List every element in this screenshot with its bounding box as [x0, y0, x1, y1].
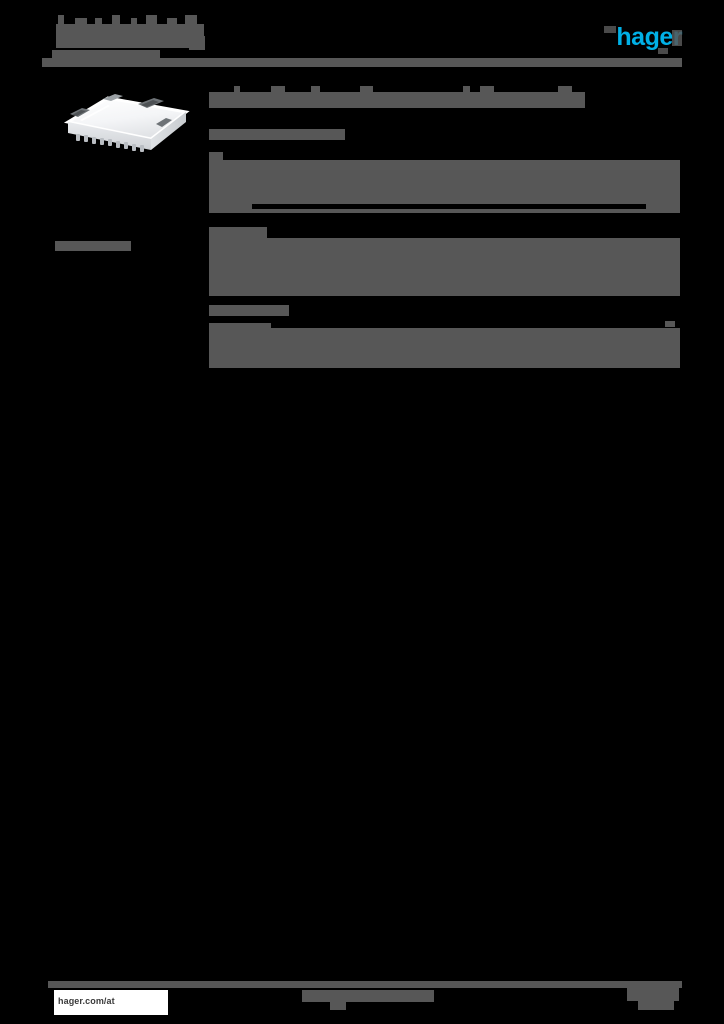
logo-redaction-mark [658, 48, 668, 54]
section-1-bullet [209, 152, 223, 160]
document-title [56, 24, 204, 48]
heading-ascender-tick [480, 86, 494, 93]
heading-ascender-tick [360, 86, 373, 93]
section-2-body [209, 238, 680, 296]
product-photo-caption [55, 241, 131, 251]
footer-center-descender [330, 1002, 346, 1010]
title-ascender-tick [167, 18, 177, 25]
section-1-body [209, 160, 680, 212]
section-1-strikeline [252, 204, 646, 209]
logo-redaction-mark [604, 26, 616, 33]
heading-ascender-tick [463, 86, 470, 93]
logo-redaction-mark [672, 30, 682, 46]
heading-ascender-tick [271, 86, 285, 93]
section-2-label [209, 227, 267, 238]
footer-url[interactable]: hager.com/at [58, 996, 115, 1006]
page-subtitle [209, 129, 345, 140]
footer-right-second-line [638, 1001, 674, 1010]
title-ascender-tick [95, 18, 102, 25]
page-header: hager [0, 0, 724, 72]
page-title [209, 92, 585, 108]
title-ascender-tick [146, 15, 157, 25]
footer-center-text [302, 990, 434, 1002]
section-1-baseline [209, 209, 680, 213]
heading-ascender-tick [558, 86, 572, 93]
footer-right-text [627, 988, 679, 1001]
heading-ascender-tick [311, 86, 320, 93]
title-ascender-tick [185, 15, 197, 25]
footer-url-box [54, 990, 168, 1015]
section-3-label [209, 305, 289, 316]
title-ascender-tick [58, 15, 64, 25]
title-trailing-mark [189, 36, 205, 50]
header-divider [42, 58, 682, 67]
section-1-footnote-mark [209, 204, 221, 211]
product-photo [46, 84, 201, 166]
hager-logo: hager [586, 23, 683, 54]
footer-divider [48, 981, 682, 988]
title-ascender-tick [112, 15, 120, 25]
title-ascender-tick [75, 18, 87, 25]
section-3-sublabel [209, 323, 271, 329]
section-3-trailing-mark [665, 321, 675, 327]
section-3-body [209, 328, 680, 368]
hager-logo-text: hager [616, 23, 682, 51]
heading-ascender-tick [234, 86, 240, 93]
title-ascender-tick [131, 18, 137, 25]
